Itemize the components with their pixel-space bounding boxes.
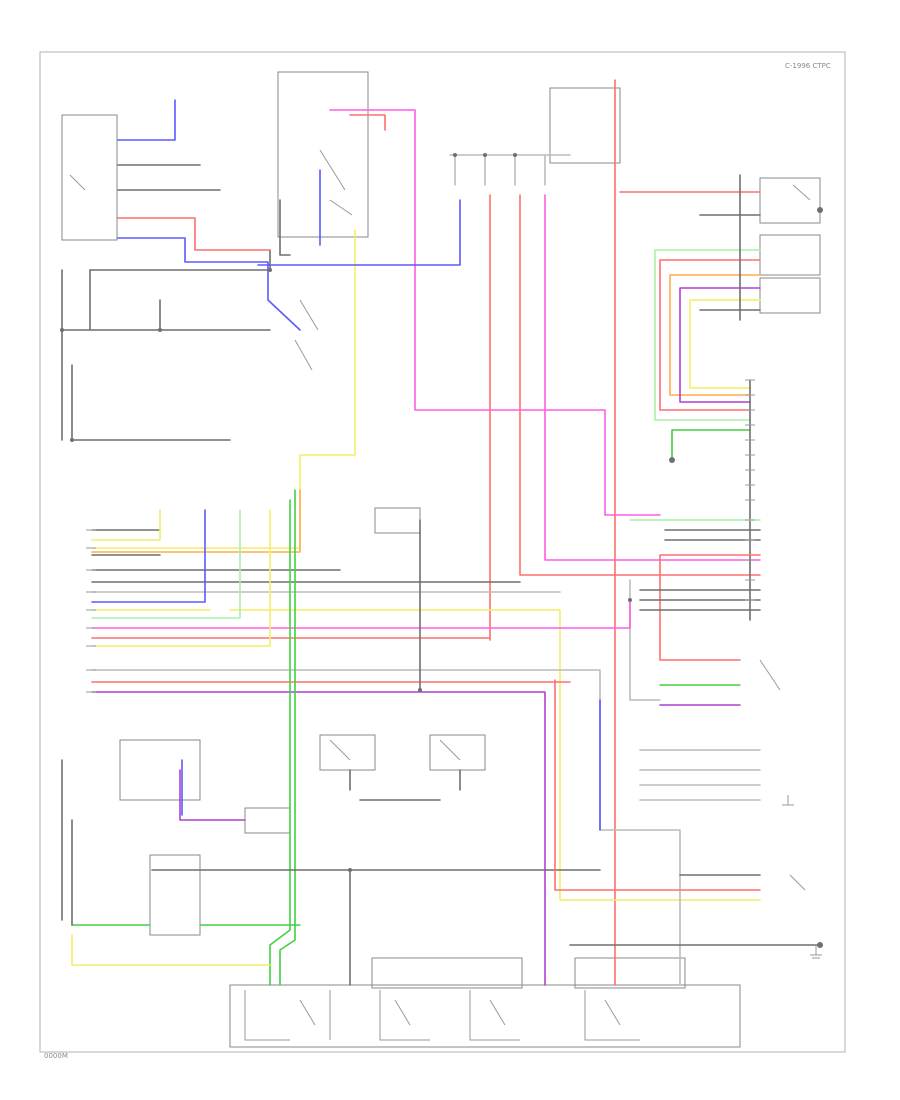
wire-harness-blue bbox=[91, 509, 206, 603]
wire-green-long bbox=[279, 489, 296, 986]
component-box-right-switch-2 bbox=[759, 234, 821, 276]
wire-green-long-2 bbox=[269, 499, 291, 986]
wire-solenoid-ground bbox=[349, 769, 461, 801]
wire-pink-main bbox=[329, 109, 661, 516]
left-connector-pins bbox=[86, 529, 96, 693]
wire-red-top-left bbox=[117, 217, 271, 251]
wire-black-relay-left bbox=[279, 199, 291, 256]
component-box-lower-left-sensor bbox=[119, 739, 201, 801]
wire-right-connector-bus bbox=[739, 174, 751, 621]
component-box-left-switch bbox=[61, 114, 118, 241]
wire-blue-sensor bbox=[257, 199, 461, 266]
wire-blue-left-to-switch bbox=[117, 237, 301, 331]
diagram-border bbox=[39, 51, 846, 1053]
wire-left-bus bbox=[61, 269, 271, 441]
wire-harness-lightgreen bbox=[91, 509, 241, 619]
wire-harness-yellow-3 bbox=[91, 509, 271, 647]
junction-dots bbox=[60, 153, 823, 948]
wire-red-sensor-vertical-2 bbox=[519, 194, 761, 576]
wire-purple-right bbox=[679, 287, 761, 403]
component-box-bottom-mid-bracket bbox=[371, 957, 523, 989]
corner-reference: C-1996 CTPC bbox=[785, 62, 831, 70]
wire-harness-black bbox=[91, 529, 341, 571]
component-box-lower-connector bbox=[244, 807, 291, 834]
wire-blue-top-left bbox=[117, 99, 176, 141]
page-code: 0000M bbox=[44, 1052, 68, 1060]
wire-purple-lower bbox=[179, 769, 246, 821]
component-box-center-relay bbox=[374, 507, 421, 534]
wire-black-mid-stack bbox=[639, 589, 761, 611]
wire-black-top-left bbox=[117, 164, 221, 191]
wire-yellow-relay bbox=[299, 229, 356, 551]
wire-lightgreen-right bbox=[654, 249, 761, 421]
wire-harness-purple bbox=[91, 691, 546, 986]
right-connector-pins bbox=[745, 379, 755, 601]
component-box-right-switch-3 bbox=[759, 277, 821, 314]
wire-harness-gray-2 bbox=[91, 669, 681, 986]
wire-lower-bus bbox=[151, 869, 601, 986]
bottom-switch-dividers bbox=[244, 990, 640, 1041]
wire-lower-left-vertical bbox=[61, 759, 73, 926]
wire-pink-sensor-vertical bbox=[544, 194, 761, 561]
component-box-solenoid-left bbox=[319, 734, 376, 771]
wire-red-right-loop bbox=[659, 259, 761, 411]
component-box-bottom-switch-row bbox=[229, 984, 741, 1048]
wire-harness-orange bbox=[91, 489, 301, 553]
wire-red-lower-right bbox=[554, 679, 761, 891]
wire-sensor-bus bbox=[449, 154, 571, 186]
wire-harness-yellow-1 bbox=[91, 509, 301, 549]
wire-green-right bbox=[671, 429, 751, 461]
wire-red-mid-loop bbox=[659, 554, 761, 661]
wire-gray-mid bbox=[629, 579, 661, 701]
switch-contacts bbox=[69, 149, 811, 1026]
wire-gray-lower-right-stack bbox=[639, 749, 761, 801]
component-box-top-relay bbox=[277, 71, 369, 238]
wire-yellow-lower-left bbox=[71, 934, 271, 966]
component-box-solenoid-right bbox=[429, 734, 486, 771]
component-box-top-right-sensor bbox=[549, 87, 621, 164]
wire-harness-yellow-2 bbox=[91, 609, 761, 901]
wire-red-relay-top bbox=[349, 114, 386, 131]
wire-yellow-right bbox=[689, 299, 761, 389]
component-box-right-switch-1 bbox=[759, 177, 821, 224]
wire-black-mid bbox=[664, 529, 761, 541]
component-box-lower-left-switch bbox=[149, 854, 201, 936]
ground-symbols bbox=[782, 795, 822, 959]
wire-orange-right bbox=[669, 274, 761, 396]
wire-harness-pink bbox=[91, 599, 631, 629]
component-box-bottom-right-bracket bbox=[574, 957, 686, 989]
